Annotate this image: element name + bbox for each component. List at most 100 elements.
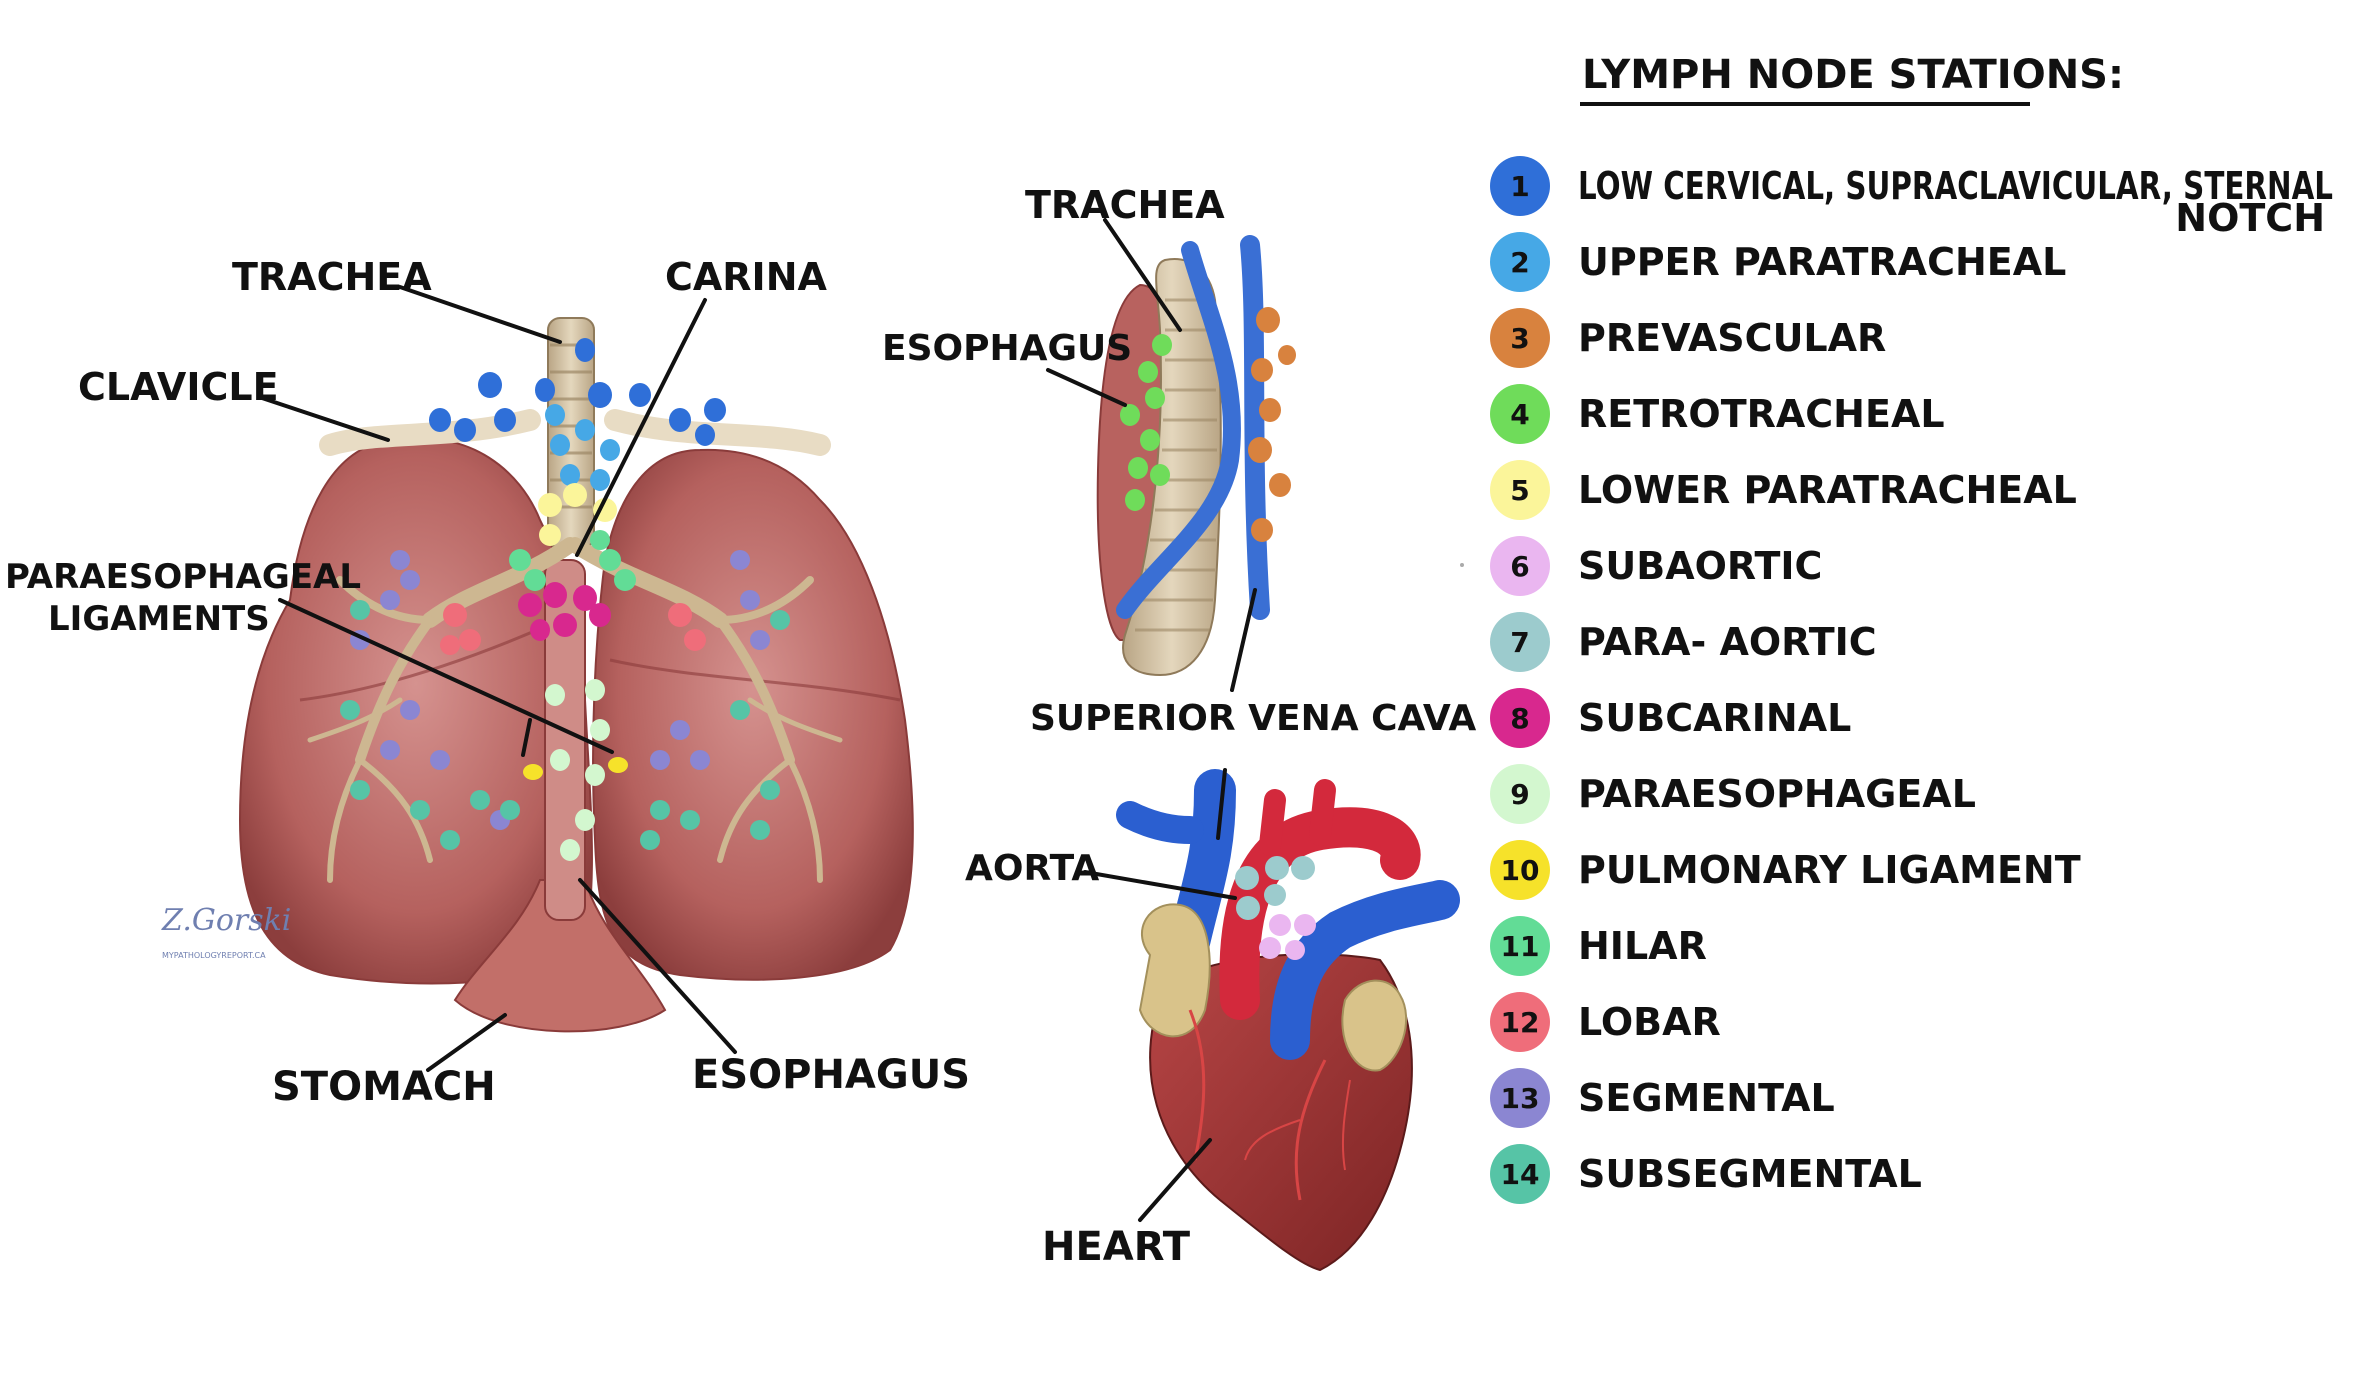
label-esophagus-mid: ESOPHAGUS: [882, 328, 1132, 369]
node-station-2: [600, 439, 620, 461]
legend-number-12: 12: [1501, 1006, 1540, 1039]
node-station-11: [614, 569, 636, 591]
legend-swatch-10: [1490, 840, 1550, 900]
legend-swatch-2: [1490, 232, 1550, 292]
legend-item-station-6: 6 SUBAORTIC: [1490, 536, 1822, 596]
node-station-14: [350, 780, 370, 800]
node-station-3: [1251, 518, 1273, 542]
node-station-1: [669, 408, 691, 432]
legend-label-11: HILAR: [1578, 924, 1707, 968]
legend-number-11: 11: [1501, 930, 1540, 963]
legend-swatch-4: [1490, 384, 1550, 444]
heart-illustration: [1116, 769, 1460, 1272]
node-station-2: [560, 464, 580, 486]
node-station-14: [410, 800, 430, 820]
label-paraesophageal-ligaments-line1: PARAESOPHAGEAL: [5, 557, 361, 597]
legend-swatch-5: [1490, 460, 1550, 520]
legend-label-3: PREVASCULAR: [1578, 316, 1886, 360]
node-station-11: [599, 549, 621, 571]
legend-number-5: 5: [1510, 474, 1529, 507]
node-station-1: [429, 408, 451, 432]
node-station-1: [575, 338, 595, 362]
legend-swatch-14: [1490, 1144, 1550, 1204]
node-station-1: [629, 383, 651, 407]
node-station-4: [1150, 464, 1170, 486]
node-station-1: [494, 408, 516, 432]
node-station-7: [1264, 884, 1286, 906]
legend-swatch-1: [1490, 156, 1550, 216]
node-station-6: [1285, 940, 1305, 960]
node-station-3: [1251, 358, 1273, 382]
node-station-9: [575, 809, 595, 831]
node-station-5: [593, 498, 617, 522]
node-station-2: [575, 419, 595, 441]
node-station-1: [535, 378, 555, 402]
node-station-8: [543, 582, 567, 608]
node-station-13: [380, 740, 400, 760]
node-station-13: [730, 550, 750, 570]
node-station-14: [500, 800, 520, 820]
signature-site: MYPATHOLOGYREPORT.CA: [162, 951, 266, 960]
legend-label-7: PARA- AORTIC: [1578, 620, 1877, 664]
node-station-8: [573, 585, 597, 611]
labels-lungs: TRACHEA CARINA CLAVICLE PARAESOPHAGEAL L…: [5, 255, 970, 1110]
node-station-11: [590, 530, 610, 550]
legend-number-9: 9: [1510, 778, 1529, 811]
legend-label-1: LOW CERVICAL, SUPRACLAVICULAR, STERNAL: [1578, 164, 2333, 208]
legend-swatch-12: [1490, 992, 1550, 1052]
node-station-1: [695, 424, 715, 446]
node-station-14: [650, 800, 670, 820]
pulmonary-trunk-shape: [1270, 880, 1460, 1060]
vessel-left-shape: [1116, 241, 1241, 619]
legend-number-2: 2: [1510, 246, 1529, 279]
node-station-12: [459, 629, 481, 651]
legend-swatch-11: [1490, 916, 1550, 976]
label-aorta: AORTA: [965, 848, 1099, 889]
node-station-4: [1152, 334, 1172, 356]
node-station-14: [750, 820, 770, 840]
node-station-12: [668, 603, 692, 627]
node-station-14: [770, 610, 790, 630]
node-station-4: [1140, 429, 1160, 451]
node-station-9: [550, 749, 570, 771]
label-esophagus-bottom: ESOPHAGUS: [692, 1052, 970, 1098]
node-station-10: [523, 764, 543, 780]
node-station-12: [684, 629, 706, 651]
legend-number-13: 13: [1501, 1082, 1540, 1115]
node-station-13: [690, 750, 710, 770]
node-station-14: [640, 830, 660, 850]
legend-number-6: 6: [1510, 550, 1529, 583]
node-station-8: [530, 619, 550, 641]
node-station-11: [524, 569, 546, 591]
lymph-nodes-side: [1120, 307, 1296, 542]
node-station-2: [545, 404, 565, 426]
label-heart: HEART: [1042, 1224, 1191, 1270]
node-station-2: [590, 469, 610, 491]
node-station-8: [518, 593, 542, 617]
left-atrium-fat-shape: [1341, 979, 1408, 1072]
stomach-shape: [453, 879, 667, 1033]
legend-label-6: SUBAORTIC: [1578, 544, 1822, 588]
node-station-12: [440, 635, 460, 655]
legend-swatch-3: [1490, 308, 1550, 368]
node-station-13: [670, 720, 690, 740]
node-station-9: [560, 839, 580, 861]
node-station-1: [478, 372, 502, 398]
node-station-7: [1265, 856, 1289, 880]
node-station-12: [443, 603, 467, 627]
legend-number-8: 8: [1510, 702, 1529, 735]
label-stomach: STOMACH: [272, 1064, 496, 1110]
node-station-13: [430, 750, 450, 770]
label-carina: CARINA: [665, 255, 827, 299]
legend-number-10: 10: [1501, 854, 1540, 887]
node-station-10: [608, 757, 628, 773]
